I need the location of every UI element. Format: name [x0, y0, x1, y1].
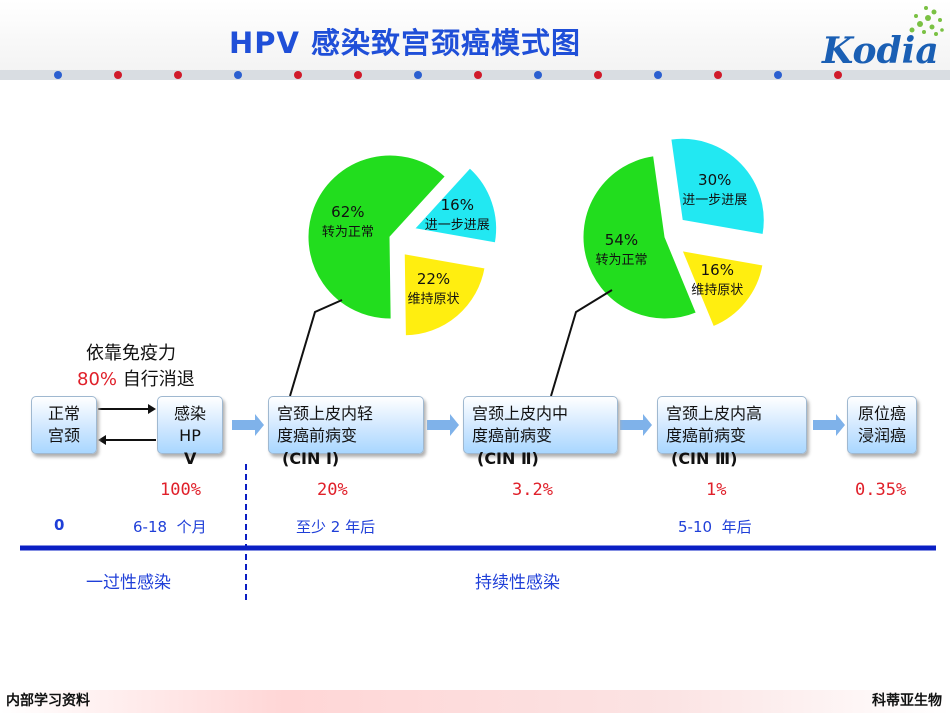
- pie2-slice-0: [582, 155, 697, 320]
- stage-carcinoma: 原位癌 浸润癌: [847, 396, 917, 454]
- pie2-slice-2-label: 维持原状: [691, 283, 743, 298]
- stage-cin1: 宫颈上皮内轻 度癌前病变: [268, 396, 424, 454]
- stage-normal-cervix: 正常 宫颈: [31, 396, 97, 454]
- pie1-slice-0-pct: 62%: [331, 203, 364, 221]
- pie1-slice-2: [403, 253, 486, 337]
- pct-cin1: 20%: [317, 480, 348, 500]
- phase-persistent: 持续性感染: [475, 573, 560, 593]
- pie1-slice-1-pct: 16%: [441, 196, 474, 214]
- immunity-note: 依靠免疫力 80% 自行消退: [77, 341, 195, 393]
- pie1-slice-1: [413, 167, 498, 244]
- pie1-connector: [289, 299, 343, 397]
- cin2-label: (CIN Ⅱ): [477, 449, 539, 468]
- progress-arrows: [232, 414, 845, 436]
- stage-label: 原位癌 浸润癌: [857, 404, 906, 445]
- footer-left-text: 内部学习资料: [6, 693, 90, 709]
- immunity-line2: 自行消退: [122, 369, 195, 390]
- phase-transient: 一过性感染: [86, 573, 171, 593]
- pie2-slice-1-label: 进一步进展: [682, 193, 747, 208]
- stage-label: 宫颈上皮内高 度癌前病变: [666, 404, 763, 445]
- pie1-slice-2-label: 维持原状: [407, 292, 459, 307]
- pie2-slice-2-pct: 16%: [701, 261, 734, 279]
- pct-cin2: 3.2%: [512, 480, 553, 500]
- immunity-line1: 依靠免疫力: [86, 343, 176, 364]
- time-2-years: 至少 2 年后: [296, 518, 376, 536]
- immunity-pct: 80%: [77, 369, 118, 390]
- pie2-slice-1-pct: 30%: [698, 171, 731, 189]
- hpv-tail-label: V: [184, 449, 197, 468]
- pie1-slice-2-pct: 22%: [417, 270, 450, 288]
- arrow-head: [148, 404, 156, 414]
- cin1-label: (CIN Ⅰ): [282, 449, 340, 468]
- header-band: [0, 0, 950, 72]
- stage-label: 宫颈上皮内轻 度癌前病变: [277, 404, 374, 445]
- time-6-18-months: 6-18 个月: [133, 518, 207, 536]
- logo: Kodia: [822, 30, 939, 72]
- pct-cin3: 1%: [706, 480, 727, 500]
- pie2-slice-2: [681, 250, 764, 328]
- footer-right-text: 科蒂亚生物: [872, 693, 942, 709]
- stage-label: 宫颈上皮内中 度癌前病变: [472, 404, 569, 445]
- page-title: HPV 感染致宫颈癌模式图: [228, 26, 582, 60]
- footer-band: [0, 690, 950, 713]
- stage-label: 感染 HP: [173, 404, 206, 445]
- pct-carcinoma: 0.35%: [855, 480, 907, 500]
- pie2-slice-0-label: 转为正常: [595, 253, 647, 268]
- pie2-slice-1: [670, 137, 765, 236]
- cin3-label: (CIN Ⅲ): [671, 449, 738, 468]
- pie1-slice-0-label: 转为正常: [322, 225, 374, 240]
- header-stripe: [0, 70, 950, 80]
- pct-hpv: 100%: [160, 480, 201, 500]
- pie1-slice-1-label: 进一步进展: [425, 218, 490, 233]
- pie1-slice-0: [307, 154, 447, 320]
- time-5-10-years: 5-10 年后: [678, 518, 752, 536]
- stage-cin2: 宫颈上皮内中 度癌前病变: [463, 396, 618, 454]
- pie2-connector: [550, 289, 613, 397]
- stage-cin3: 宫颈上皮内高 度癌前病变: [657, 396, 807, 454]
- stage-hpv-infection: 感染 HP: [157, 396, 223, 454]
- stage-label: 正常 宫颈: [47, 404, 80, 445]
- pie2-slice-0-pct: 54%: [605, 231, 638, 249]
- arrow-head: [98, 435, 106, 445]
- time-zero: 0: [54, 516, 65, 534]
- logo-dots-icon: [909, 6, 944, 36]
